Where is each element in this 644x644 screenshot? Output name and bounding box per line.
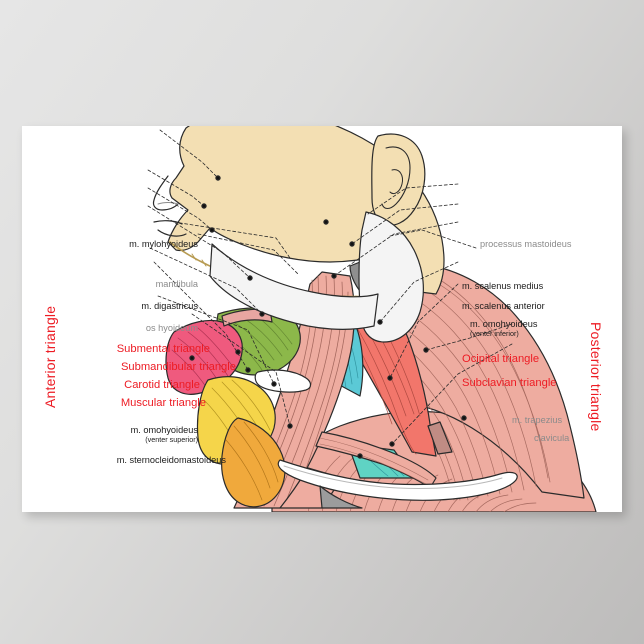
levator-scapulae	[427, 421, 453, 455]
trapezius-muscle	[389, 263, 585, 499]
leader-lines-left	[147, 129, 299, 427]
nose	[152, 175, 179, 211]
label-carotid-triangle: Carotid triangle	[124, 379, 200, 391]
label-m-digastricus: m. digastricus	[141, 301, 198, 311]
manubrium	[319, 485, 363, 509]
label-os-hyoideum: os hyoideum	[145, 323, 198, 333]
neck-anatomy-drawing	[147, 126, 597, 512]
label-ocipital-triangle: Ocipital triangle	[462, 353, 540, 365]
nostril	[157, 202, 179, 205]
label-m-scalenus-anterior: m. scalenus anterior	[462, 301, 545, 311]
leader-lines-right	[333, 183, 513, 445]
label-m-omohyoideus-inferior-sub: (venter inferior)	[470, 329, 519, 338]
ear-helix	[381, 146, 411, 210]
anatomy-illustration	[22, 126, 622, 512]
label-submental-triangle: Submental triangle	[116, 343, 210, 355]
leader-dots-right	[323, 219, 467, 459]
posterior-triangle-title: Posterior triangle	[588, 322, 604, 432]
label-subclavian-triangle: Subclavian triangle	[462, 377, 557, 389]
label-muscular-triangle: Muscular triangle	[120, 397, 206, 409]
ear-antihelix	[389, 169, 403, 195]
label-m-omohyoideus-inferior: m. omohyoideus	[470, 319, 538, 329]
label-m-omohyoideus-superior-sub: (venter superior)	[145, 435, 198, 444]
label-clavicula: clavicula	[534, 433, 570, 443]
hyoid-bone	[254, 369, 312, 393]
submandibular-fascia	[209, 243, 379, 330]
label-m-trapezius: m. trapezius	[512, 415, 563, 425]
label-m-scalenus-medius: m. scalenus medius	[462, 281, 544, 291]
anatomy-poster: Anterior triangle Posterior triangle m. …	[22, 126, 622, 512]
leader-dots-left	[189, 175, 293, 429]
clavicula-bone	[277, 459, 518, 501]
anterior-triangle-title: Anterior triangle	[42, 305, 58, 408]
label-mandibula: mandibula	[155, 279, 198, 289]
label-submandibular-triangle: Submandibular triangle	[120, 361, 236, 373]
label-m-omohyoideus-superior: m. omohyoideus	[130, 425, 198, 435]
clavicle-shade	[283, 465, 503, 490]
label-m-sternocleidomastoideus: m. sternocleidomastoideus	[116, 455, 226, 465]
label-processus-mastoideus: processus mastoideus	[480, 239, 572, 249]
label-m-mylohyoideus: m. mylohyoideus	[129, 239, 198, 249]
lower-lip	[157, 229, 187, 237]
